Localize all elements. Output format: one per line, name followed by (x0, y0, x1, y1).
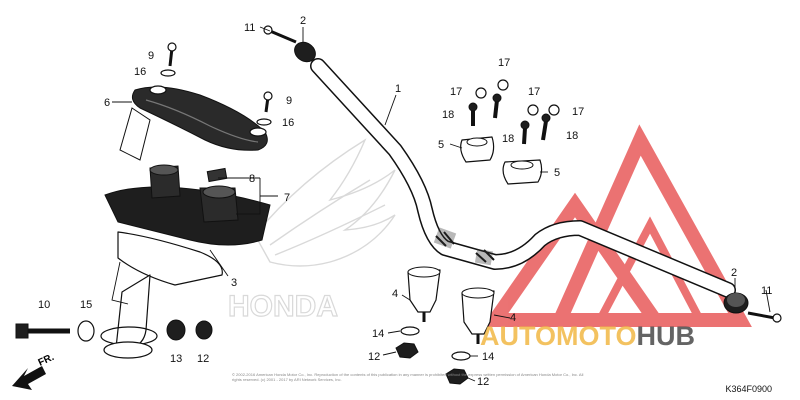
bar-end-weight-right (723, 292, 782, 323)
copyright-notice: © 2002-2016 American Honda Motor Co., In… (232, 372, 584, 382)
callout-13: 13 (170, 353, 182, 365)
callout-11: 11 (761, 285, 772, 297)
callout-16: 16 (134, 66, 146, 78)
upper-holder-right (502, 159, 543, 185)
callout-4: 4 (510, 312, 516, 324)
callout-14: 14 (482, 351, 494, 363)
ghost-brand-text: HONDA (228, 290, 338, 323)
callout-17: 17 (498, 57, 510, 69)
callout-2: 2 (731, 267, 737, 279)
callout-12: 12 (368, 351, 380, 363)
front-arrow: FR. (12, 352, 56, 390)
handle-cover (119, 85, 268, 161)
callout-17: 17 (528, 86, 540, 98)
upper-holder-left (460, 136, 495, 163)
callout-18: 18 (442, 109, 454, 121)
steering-stem (100, 231, 223, 359)
callout-1: 1 (395, 83, 401, 95)
watermark-brand: AUTOMOTOHUB (480, 321, 695, 351)
leader-lines (112, 26, 771, 382)
callout-5: 5 (554, 167, 560, 179)
watermark-brand-part1: AUTOMOTO (480, 321, 637, 351)
cover-bolts (160, 42, 273, 126)
holder-washers-nuts (395, 326, 471, 385)
lower-holder-right (461, 287, 495, 344)
callout-12: 12 (197, 353, 209, 365)
stem-hardware (15, 319, 213, 342)
callout-18: 18 (566, 130, 578, 142)
ghost-honda-wing-logo: HONDA (227, 138, 396, 324)
svg-text:AUTOMOTOHUB: AUTOMOTOHUB (480, 321, 695, 351)
callout-6: 6 (104, 97, 110, 109)
callout-9: 9 (148, 50, 154, 62)
callout-16: 16 (282, 117, 294, 129)
bar-end-weight-left (263, 25, 316, 63)
callout-15: 15 (80, 299, 92, 311)
callout-10: 10 (38, 299, 50, 311)
watermark-brand-part2: HUB (637, 321, 696, 351)
handlebar-pipe (310, 58, 736, 298)
callout-9: 9 (286, 95, 292, 107)
callout-11: 11 (244, 22, 255, 34)
callout-17: 17 (572, 106, 584, 118)
callout-17: 17 (450, 86, 462, 98)
top-bridge-assembly (104, 164, 271, 246)
diagram-code: K364F0900 (725, 384, 772, 394)
callout-3: 3 (231, 277, 237, 289)
callout-14: 14 (372, 328, 384, 340)
callout-8: 8 (249, 173, 255, 185)
front-label: FR. (37, 352, 56, 369)
holder-bolts-and-caps (468, 79, 560, 145)
callout-7: 7 (284, 192, 290, 204)
lower-holder-left (407, 266, 441, 322)
callout-2: 2 (300, 15, 306, 27)
callout-numbers: 11 2 1 9 16 6 9 16 8 7 3 17 17 17 17 18 … (38, 15, 772, 388)
callout-18: 18 (502, 133, 514, 145)
callout-12: 12 (477, 376, 489, 388)
callout-4: 4 (392, 288, 398, 300)
callout-5: 5 (438, 139, 444, 151)
